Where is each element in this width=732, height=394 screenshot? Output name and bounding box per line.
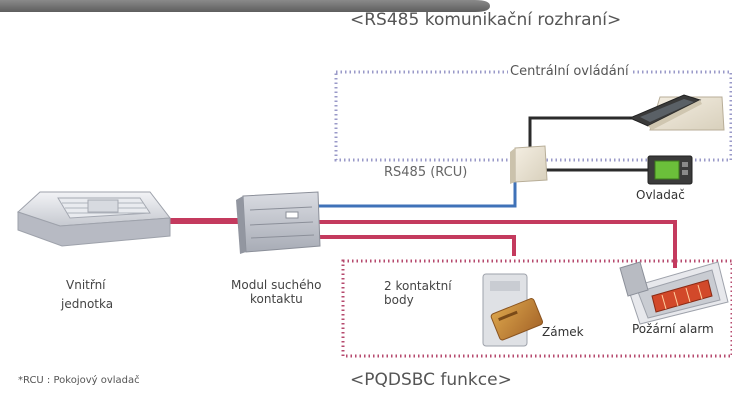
rs485-interface-title: <RS485 komunikační rozhraní> [350, 10, 622, 30]
key-card-lock-icon [482, 273, 544, 347]
controller-label: Ovladač [636, 188, 685, 202]
central-control-title: Centrální ovládání [508, 64, 631, 79]
central-controller-icon [628, 94, 725, 131]
rs485-cable [318, 180, 517, 208]
footnote: *RCU : Pokojový ovladač [18, 375, 140, 386]
contact-points-label-line1: 2 kontaktní [384, 279, 452, 293]
pqdsbc-boundary [341, 259, 732, 358]
header-bar [0, 0, 490, 12]
contact-cable-outer [318, 220, 677, 268]
module-label-line2: kontaktu [250, 292, 303, 306]
central-controller-cable [528, 116, 645, 150]
indoor-unit-label-line1: Vnitřní [66, 278, 106, 292]
lock-label: Zámek [542, 325, 584, 339]
pqdsbc-title: <PQDSBC funkce> [350, 370, 512, 390]
dry-contact-module-icon [236, 191, 321, 254]
rs485-rcu-label: RS485 (RCU) [384, 165, 468, 180]
fire-alarm-icon [619, 261, 729, 325]
rs485-converter-icon [510, 145, 548, 184]
wired-remote-controller-icon [647, 155, 693, 185]
contact-points-label-line2: body [384, 293, 414, 307]
contact-cable-inner [318, 235, 516, 256]
fire-alarm-label: Požární alarm [632, 322, 714, 336]
indoor-unit-label-line2: jednotka [61, 297, 114, 311]
module-label-line1: Modul suchého [231, 278, 322, 292]
cassette-ac-unit-icon [17, 191, 171, 247]
